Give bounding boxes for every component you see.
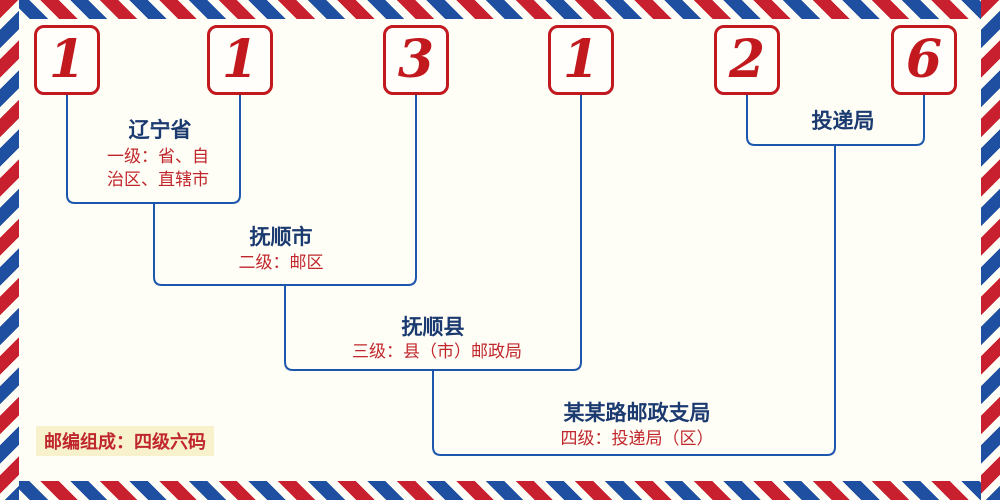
digit-2: 1 bbox=[221, 29, 259, 90]
level1-desc-line2: 治区、直辖市 bbox=[107, 170, 209, 190]
digit-box-2: 1 bbox=[207, 25, 273, 95]
level1-name: 辽宁省 bbox=[128, 118, 192, 142]
digit-1: 1 bbox=[48, 29, 86, 90]
airmail-border-top bbox=[0, 0, 1000, 19]
level2-name: 抚顺市 bbox=[249, 225, 313, 249]
digit-box-1: 1 bbox=[34, 25, 100, 95]
level1-desc: 一级：省、自 治区、直辖市 bbox=[107, 146, 209, 192]
level3-desc: 三级：县（市）邮政局 bbox=[352, 342, 522, 362]
digit-5: 2 bbox=[728, 29, 766, 90]
delivery-office-label: 投递局 bbox=[811, 109, 875, 133]
digit-box-5: 2 bbox=[714, 25, 780, 95]
digit-4: 1 bbox=[562, 29, 600, 90]
connector-level4 bbox=[432, 144, 836, 456]
composition-note: 邮编组成：四级六码 bbox=[36, 426, 214, 456]
airmail-border-left bbox=[0, 0, 19, 500]
level4-desc: 四级：投递局（区） bbox=[560, 429, 714, 449]
level4-name: 某某路邮政支局 bbox=[563, 401, 711, 425]
level3-name: 抚顺县 bbox=[401, 315, 465, 339]
digit-box-6: 6 bbox=[891, 25, 957, 95]
connector-delivery bbox=[746, 94, 925, 146]
airmail-border-right bbox=[981, 0, 1000, 500]
digit-box-4: 1 bbox=[548, 25, 614, 95]
airmail-border-bottom bbox=[0, 481, 1000, 500]
digit-6: 6 bbox=[905, 29, 943, 90]
level2-desc: 二级：邮区 bbox=[238, 253, 324, 273]
level1-desc-line1: 一级：省、自 bbox=[107, 147, 209, 167]
digit-3: 3 bbox=[397, 29, 435, 90]
digit-box-3: 3 bbox=[383, 25, 449, 95]
